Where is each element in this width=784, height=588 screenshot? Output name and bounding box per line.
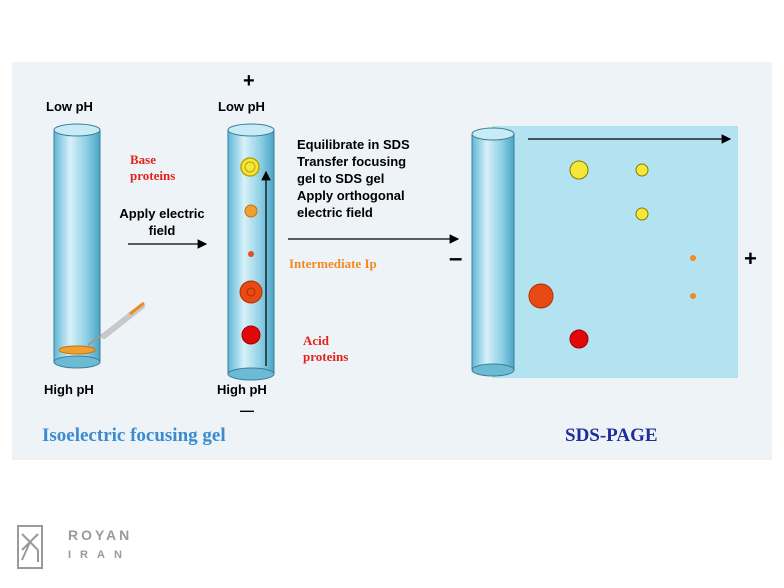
spot-1: [569, 160, 589, 180]
gel-minus-sign: –: [449, 245, 463, 272]
band-intermediate-1: [244, 204, 258, 218]
sds-steps-text: Equilibrate in SDS Transfer focusing gel…: [297, 137, 410, 220]
ief-title: Isoelectric focusing gel: [42, 425, 226, 446]
sds-gel-slab: [492, 126, 738, 378]
tube2-top-label: Low pH: [218, 99, 265, 114]
acid-proteins-label: Acid proteins: [303, 333, 349, 364]
gel-plus-sign: +: [744, 246, 757, 271]
spot-7: [569, 329, 589, 349]
tube1-top-label: Low pH: [46, 99, 93, 114]
logo-text-iran: IRAN: [68, 549, 131, 561]
spot-5: [690, 293, 696, 299]
spot-3: [635, 207, 649, 221]
apply-field-label: Apply electric field: [119, 206, 205, 238]
band-intermediate-2: [248, 251, 254, 257]
tube2-top-sign: +: [243, 70, 255, 92]
base-proteins-label: Base proteins: [130, 152, 176, 183]
tube2-bottom-sign: —: [240, 402, 254, 418]
band-acid-protein: [241, 325, 261, 345]
pipette-icon: [87, 301, 145, 346]
royan-logo-icon: [17, 525, 43, 569]
spot-2: [635, 163, 649, 177]
ief-tube-on-gel: [471, 127, 515, 377]
sample-load: [58, 345, 96, 355]
band-base-protein: [240, 157, 260, 177]
tube2-bottom-label: High pH: [217, 382, 267, 397]
band-intermediate-3: [239, 280, 263, 304]
ief-tube-initial: [53, 123, 101, 369]
spot-6: [528, 283, 554, 309]
logo-text-royan: ROYAN: [68, 527, 133, 543]
sds-page-title: SDS-PAGE: [565, 425, 658, 446]
spot-4: [690, 255, 696, 261]
intermediate-label: Intermediate Ip: [289, 256, 377, 271]
tube1-bottom-label: High pH: [44, 382, 94, 397]
